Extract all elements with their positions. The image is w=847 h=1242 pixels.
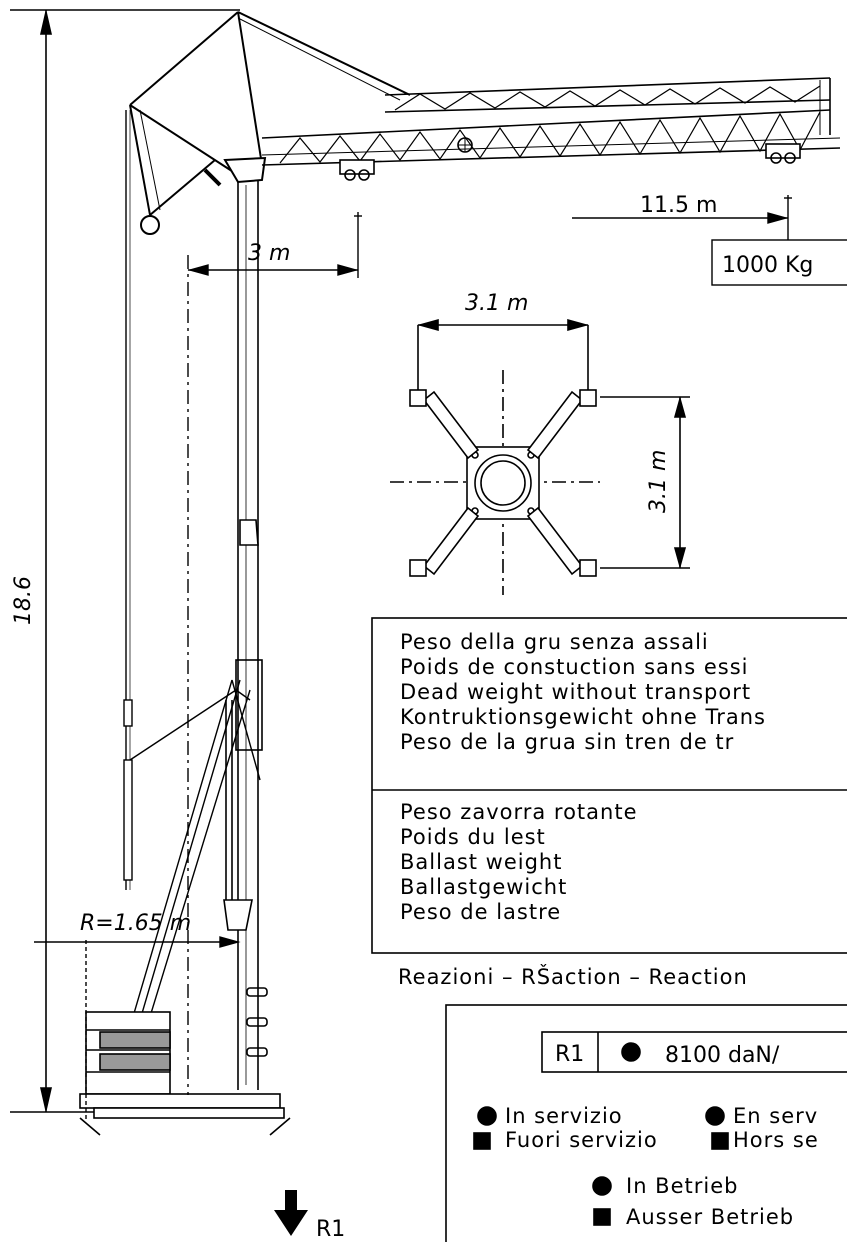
load-label: 1000 Kg bbox=[722, 253, 813, 278]
legend-in-service-de: In Betrieb bbox=[626, 1174, 739, 1198]
arrow-label: R1 bbox=[316, 1217, 345, 1242]
offset-dimension bbox=[187, 212, 362, 1095]
legend-out-service-de: Ausser Betrieb bbox=[626, 1205, 795, 1229]
ballast-weight-de: Ballastgewicht bbox=[400, 875, 568, 899]
base-plan-view bbox=[390, 318, 690, 595]
hoist-line bbox=[123, 110, 237, 890]
base-depth-label: 3.1 m bbox=[646, 450, 671, 513]
weights-table-frame bbox=[371, 617, 847, 954]
legend-in-service-it: In servizio bbox=[505, 1104, 623, 1128]
ballast-block bbox=[79, 1011, 291, 1136]
height-dimension bbox=[10, 9, 240, 1113]
ballast-weight-list: Peso zavorra rotante Poids du lest Balla… bbox=[400, 800, 638, 925]
ballast-weight-es: Peso de lastre bbox=[400, 900, 562, 924]
reactions-table-frame bbox=[445, 1004, 847, 1242]
legend-out-service-it: Fuori servizio bbox=[505, 1128, 658, 1152]
reach-dimension bbox=[572, 195, 847, 286]
reach-label: 11.5 m bbox=[640, 193, 717, 218]
crane-weight-fr: Poids de constuction sans essi bbox=[400, 655, 749, 679]
radius-label: R=1.65 m bbox=[80, 911, 191, 936]
crane-weight-it: Peso della gru senza assali bbox=[400, 630, 709, 654]
reaction-arrow bbox=[274, 1190, 308, 1236]
height-label: 18.6 bbox=[11, 576, 36, 625]
base-width-label: 3.1 m bbox=[465, 291, 528, 316]
legend-in-service-fr: En serv bbox=[733, 1104, 819, 1128]
legend-out-service-fr: Hors se bbox=[733, 1128, 819, 1152]
ballast-weight-fr: Poids du lest bbox=[400, 825, 546, 849]
crane-weight-de: Kontruktionsgewicht ohne Trans bbox=[400, 705, 766, 729]
crane-weight-en: Dead weight without transport bbox=[400, 680, 752, 704]
tower-head bbox=[129, 11, 411, 235]
offset-label: 3 m bbox=[248, 241, 290, 266]
crane-mast bbox=[223, 180, 268, 1090]
radius-dimension bbox=[34, 936, 241, 1120]
ballast-weight-it: Peso zavorra rotante bbox=[400, 800, 638, 824]
crane-weight-list: Peso della gru senza assali Poids de con… bbox=[400, 630, 766, 755]
crane-weight-es: Peso de la grua sin tren de tr bbox=[400, 730, 735, 754]
ballast-weight-en: Ballast weight bbox=[400, 850, 563, 874]
r1-cell-label: R1 bbox=[555, 1042, 584, 1067]
r1-cell-value: 8100 daN/ bbox=[665, 1043, 780, 1068]
crane-jib bbox=[261, 77, 841, 181]
reactions-heading: Reazioni – RŠaction – Reaction bbox=[398, 965, 748, 989]
